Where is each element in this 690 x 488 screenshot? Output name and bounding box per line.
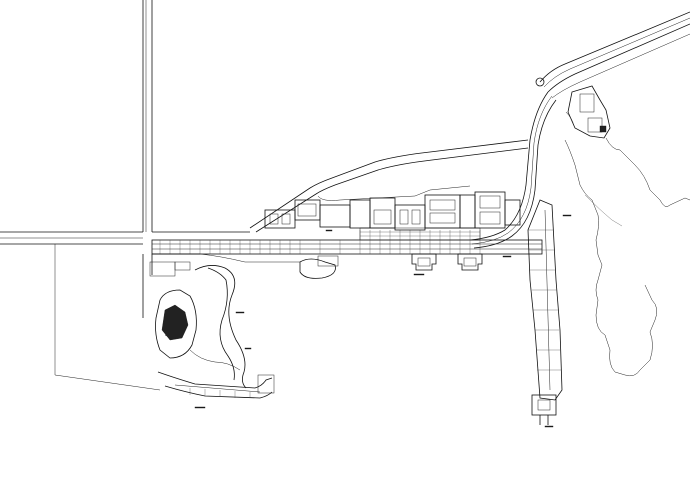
- horizontal-road-west: [0, 231, 250, 245]
- main-building-strip: [151, 227, 543, 255]
- access-road-north: [249, 139, 529, 233]
- building-cluster-northeast: [565, 85, 611, 139]
- tower-pair: [411, 253, 483, 271]
- east-wing: [527, 199, 563, 425]
- south-terrace: [174, 384, 261, 398]
- diagonal-road-northeast: [535, 11, 690, 99]
- site-boundary: [54, 244, 161, 391]
- strip-hatching: [159, 230, 481, 254]
- west-connector: [152, 253, 300, 263]
- garden-cluster: [149, 261, 197, 359]
- pond-feature: [299, 255, 339, 279]
- garden-paths: [157, 265, 275, 399]
- vertical-road: [142, 0, 153, 318]
- east-contour: [564, 137, 690, 377]
- east-wing-ticks: [528, 229, 561, 371]
- building-cluster-north: [264, 191, 521, 231]
- annotation-marks: [194, 214, 572, 428]
